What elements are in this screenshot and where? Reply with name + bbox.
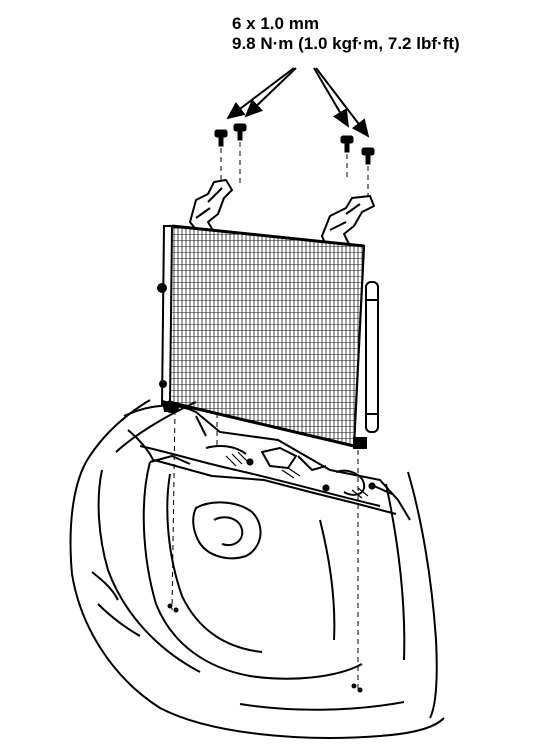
bolt-icon [340,135,354,153]
arrow-icon [315,67,370,138]
arrow-icon [244,67,297,118]
bolt-icon [361,147,375,165]
bolt-icon [233,123,247,141]
arrow-icon [226,67,295,120]
torque-spec-label: 9.8 N·m (1.0 kgf·m, 7.2 lbf·ft) [232,34,460,53]
arrow-icon [313,67,350,128]
lower-mount-points [167,603,363,693]
callout-arrows [226,67,370,138]
frame-details [225,451,376,499]
receiver-dryer [353,281,379,449]
radiator-support [123,404,411,521]
alignment-lines [171,142,369,690]
upper-brackets [189,179,375,247]
bolt-icon [214,129,228,147]
condenser [157,224,366,448]
front-bumper [69,399,445,739]
bolts [214,123,375,165]
bolt-size-label: 6 x 1.0 mm [232,14,319,33]
